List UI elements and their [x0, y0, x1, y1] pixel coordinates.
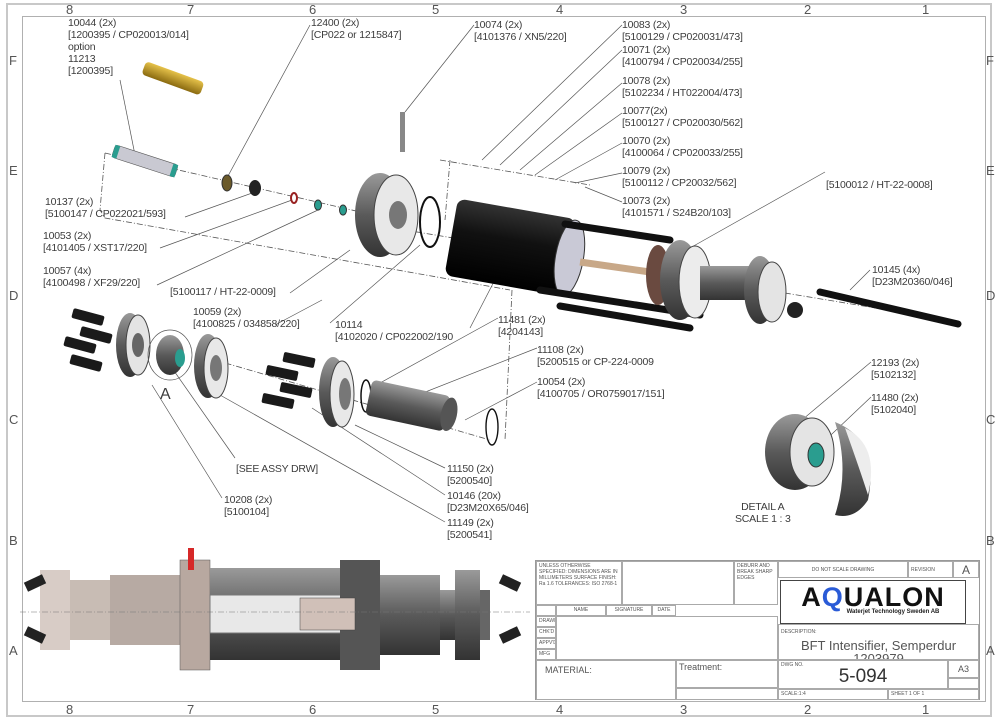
zone-col-3-bottom: 3 — [680, 702, 688, 717]
zone-col-8: 8 — [66, 2, 74, 17]
drawing-border — [22, 16, 986, 702]
zone-row-f-right: F — [986, 53, 994, 68]
callout-11480: 11480 (2x)[5102040] — [871, 392, 919, 416]
revision-label: REVISION — [908, 561, 953, 578]
treatment-field: Treatment: — [676, 660, 778, 688]
callout-5100012: [5100012 / HT-22-0008] — [826, 179, 933, 191]
description-box: DESCRIPTION: BFT Intensifier, Semperdur … — [778, 624, 979, 660]
logo-subtitle: Waterjet Technology Sweden AB — [846, 609, 940, 615]
callout-10114: 10114[4102020 / CP022002/190 — [335, 319, 454, 343]
zone-row-d: D — [9, 288, 19, 303]
row-mfg: MFG — [536, 649, 556, 660]
callout-11149: 11149 (2x)[5200541] — [447, 517, 494, 541]
drawing-number: 5-094 — [838, 666, 888, 687]
notes-blank — [622, 561, 734, 605]
col-name: NAME — [556, 605, 606, 616]
zone-col-1-bottom: 1 — [922, 702, 930, 717]
drawing-number-box: DWG NO. 5-094 — [778, 660, 948, 689]
sheet-border — [6, 3, 992, 717]
callout-10079: 10079 (2x)[5100112 / CP20032/562] — [622, 165, 737, 189]
zone-row-a: A — [9, 643, 18, 658]
zone-col-2: 2 — [804, 2, 812, 17]
callout-10074: 10074 (2x)[4101376 / XN5/220] — [474, 19, 567, 43]
callout-10059: 10059 (2x)[4100825 / 034858/220] — [193, 306, 300, 330]
material-field: MATERIAL: — [536, 660, 676, 700]
callout-10145: 10145 (4x)[D23M20360/046] — [872, 264, 953, 288]
deburr-note: DEBURR AND BREAK SHARP EDGES — [734, 561, 778, 605]
general-notes: UNLESS OTHERWISE SPECIFIED: DIMENSIONS A… — [536, 561, 622, 605]
zone-row-c: C — [9, 412, 19, 427]
zone-row-e-right: E — [986, 163, 995, 178]
description-label: DESCRIPTION: — [781, 629, 817, 635]
zone-col-6: 6 — [309, 2, 317, 17]
callout-10073: 10073 (2x)[4101571 / S24B20/103] — [622, 195, 731, 219]
logo-text: AQUALON — [801, 582, 945, 612]
col-date: DATE — [652, 605, 676, 616]
size-blank — [948, 678, 979, 689]
scale-field: SCALE:1:4 — [778, 689, 888, 700]
zone-row-d-right: D — [986, 288, 996, 303]
zone-row-f: F — [9, 53, 17, 68]
row-checked: CHK'D — [536, 627, 556, 638]
callout-10057: 10057 (4x)[4100498 / XF29/220] — [43, 265, 140, 289]
see-assy-drawing-note: [SEE ASSY DRW] — [236, 463, 319, 475]
callout-10053: 10053 (2x)[4101405 / XST17/220] — [43, 230, 147, 254]
zone-col-5-bottom: 5 — [432, 702, 440, 717]
callout-10070: 10070 (2x)[4100064 / CP020033/255] — [622, 135, 743, 159]
brass-pin-option — [142, 62, 204, 95]
callout-10083: 10083 (2x)[5100129 / CP020031/473] — [622, 19, 743, 43]
description-text: BFT Intensifier, Semperdur — [800, 638, 957, 653]
callout-5100117: [5100117 / HT-22-0009] — [170, 286, 276, 298]
part-number: 1203979 — [853, 651, 904, 660]
zone-col-5: 5 — [432, 2, 440, 17]
zone-row-e: E — [9, 163, 18, 178]
zone-col-8-bottom: 8 — [66, 702, 74, 717]
callout-12400: 12400 (2x)[CP022 or 1215847] — [311, 17, 402, 41]
zone-col-7-bottom: 7 — [187, 702, 195, 717]
pin-10044 — [111, 144, 179, 178]
callout-11108: 11108 (2x)[5200515 or CP-224-0009 — [537, 344, 654, 368]
revision-value: A — [953, 561, 979, 578]
zone-row-c-right: C — [986, 412, 996, 427]
sign-header-blank — [536, 605, 556, 616]
callout-11481: 11481 (2x)[4204143] — [498, 314, 546, 338]
zone-row-a-right: A — [986, 643, 995, 658]
callout-10044: 10044 (2x)[1200395 / CP020013/014]option… — [68, 17, 189, 77]
callout-10071: 10071 (2x)[4100794 / CP020034/255] — [622, 44, 743, 68]
callout-10077: 10077(2x)[5100127 / CP020030/562] — [622, 105, 743, 129]
callout-10146: 10146 (20x)[D23M20X65/046] — [447, 490, 529, 514]
zone-row-b: B — [9, 533, 18, 548]
sheet-size: A3 — [948, 660, 979, 678]
row-drawn: DRAWN — [536, 616, 556, 627]
do-not-scale-note: DO NOT SCALE DRAWING — [778, 561, 908, 578]
zone-col-7: 7 — [187, 2, 195, 17]
callout-11150: 11150 (2x)[5200540] — [447, 463, 494, 487]
zone-col-3: 3 — [680, 2, 688, 17]
zone-row-b-right: B — [986, 533, 995, 548]
callout-10078: 10078 (2x)[5102234 / HT022004/473] — [622, 75, 743, 99]
callout-10054: 10054 (2x)[4100705 / OR0759017/151] — [537, 376, 665, 400]
zone-col-4: 4 — [556, 2, 564, 17]
detail-a-marker: A — [160, 386, 171, 403]
col-signature: SIGNATURE — [606, 605, 652, 616]
callout-10208: 10208 (2x)[5100104] — [224, 494, 273, 518]
sign-grid — [556, 616, 778, 660]
callout-10137: 10137 (2x)[5100147 / CP022021/593] — [45, 196, 166, 220]
zone-col-2-bottom: 2 — [804, 702, 812, 717]
callout-12193: 12193 (2x)[5102132] — [871, 357, 920, 381]
dwg-no-label: DWG NO. — [781, 662, 804, 668]
zone-col-4-bottom: 4 — [556, 702, 564, 717]
zone-col-6-bottom: 6 — [309, 702, 317, 717]
sheet-field: SHEET 1 OF 1 — [888, 689, 979, 700]
section-view — [20, 548, 530, 671]
row-approved: APPV'D — [536, 638, 556, 649]
zone-col-1: 1 — [922, 2, 930, 17]
company-logo: AQUALON Waterjet Technology Sweden AB — [780, 580, 966, 624]
treatment-blank — [676, 688, 778, 700]
title-block: UNLESS OTHERWISE SPECIFIED: DIMENSIONS A… — [535, 560, 980, 700]
